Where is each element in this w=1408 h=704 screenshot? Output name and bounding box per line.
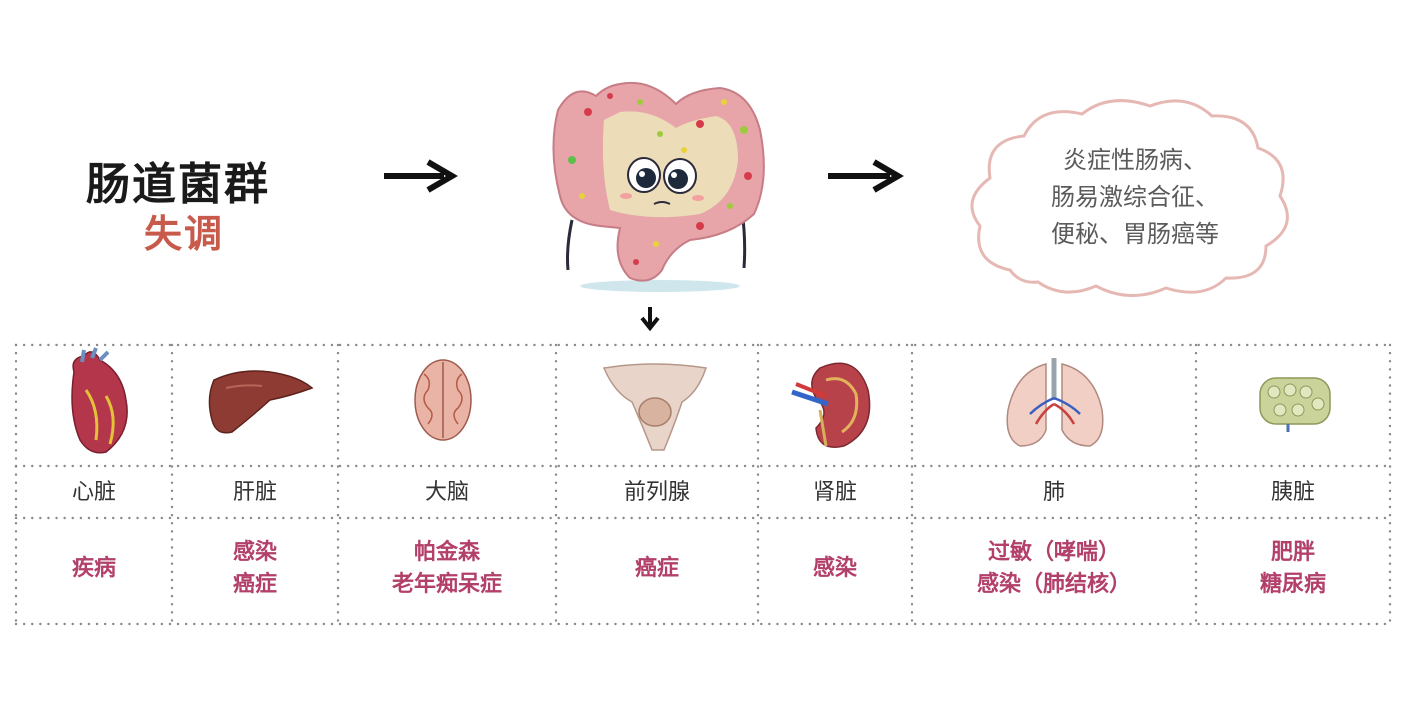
disease-cell-brain: 帕金森 老年痴呆症	[338, 534, 556, 604]
disease-text: 疾病	[71, 556, 116, 581]
heart-icon	[71, 347, 128, 454]
disease-cell-pancreas: 肥胖 糖尿病	[1196, 534, 1390, 604]
cloud-line-3: 便秘、胃肠癌等	[1051, 220, 1219, 248]
disease-cell-kidney: 感染	[758, 534, 912, 604]
cloud-line-1: 炎症性肠病、	[1063, 146, 1207, 174]
disease-cell-heart: 疾病	[16, 534, 172, 604]
disease-text: 过敏（哮喘）	[987, 540, 1120, 565]
organ-name-prostate: 前列腺	[623, 480, 690, 505]
liver-icon	[208, 370, 314, 434]
disease-text: 感染（肺结核）	[976, 572, 1131, 597]
disease-cell-liver: 感染 癌症	[172, 534, 338, 604]
disease-cell-prostate: 癌症	[556, 534, 758, 604]
disease-text: 感染	[232, 540, 277, 565]
title-gut-flora: 肠道菌群	[86, 159, 270, 210]
brain-icon	[414, 359, 472, 441]
organ-name-liver: 肝脏	[232, 480, 277, 505]
organ-name-kidney: 肾脏	[812, 480, 857, 505]
arrow-down-icon	[640, 307, 660, 332]
disease-text: 肥胖	[1270, 540, 1315, 565]
prostate-icon	[602, 363, 707, 451]
organ-name-brain: 大脑	[424, 480, 469, 505]
intestine-character-icon	[552, 81, 765, 292]
disease-text: 感染	[812, 556, 857, 581]
arrow-right-icon-1	[384, 159, 458, 193]
lungs-icon	[1006, 358, 1104, 447]
arrow-right-icon-2	[828, 159, 904, 193]
cloud-disease-list: 炎症性肠病、 肠易激综合征、 便秘、胃肠癌等	[985, 142, 1285, 253]
disease-text: 帕金森	[413, 540, 480, 565]
cloud-shape	[970, 99, 1289, 298]
kidney-icon	[791, 362, 871, 448]
title-imbalance: 失调	[144, 212, 225, 256]
organ-name-heart: 心脏	[71, 480, 116, 505]
disease-text: 老年痴呆症	[391, 572, 502, 597]
organ-name-pancreas: 胰脏	[1270, 480, 1315, 505]
disease-text: 癌症	[634, 556, 679, 581]
cloud-line-2: 肠易激综合征、	[1051, 183, 1219, 211]
organ-name-lungs: 肺	[1042, 480, 1065, 505]
pancreas-icon	[1259, 377, 1331, 432]
disease-text: 糖尿病	[1259, 572, 1326, 597]
disease-cell-lungs: 过敏（哮喘） 感染（肺结核）	[912, 534, 1196, 604]
disease-text: 癌症	[232, 572, 277, 597]
